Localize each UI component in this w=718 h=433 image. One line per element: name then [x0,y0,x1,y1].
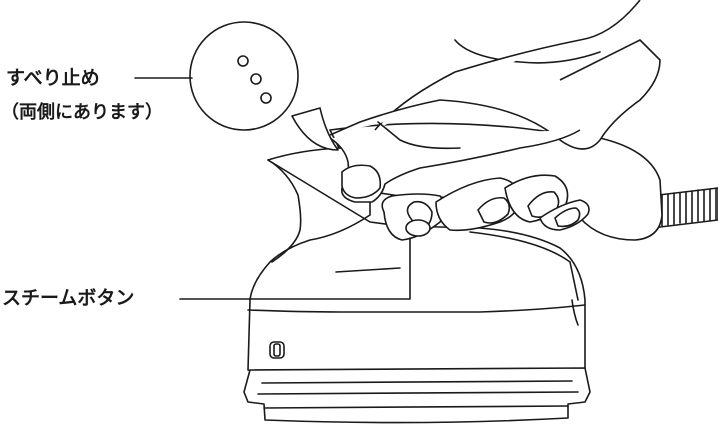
label-non-slip: すべり止め [6,69,100,88]
non-slip-callout [190,22,338,150]
base-plate [244,368,590,423]
lock-switch [270,342,284,358]
steam-button [406,220,430,236]
label-steam-button: スチームボタン [2,289,134,308]
label-non-slip-note: （両側にあります） [1,104,163,122]
